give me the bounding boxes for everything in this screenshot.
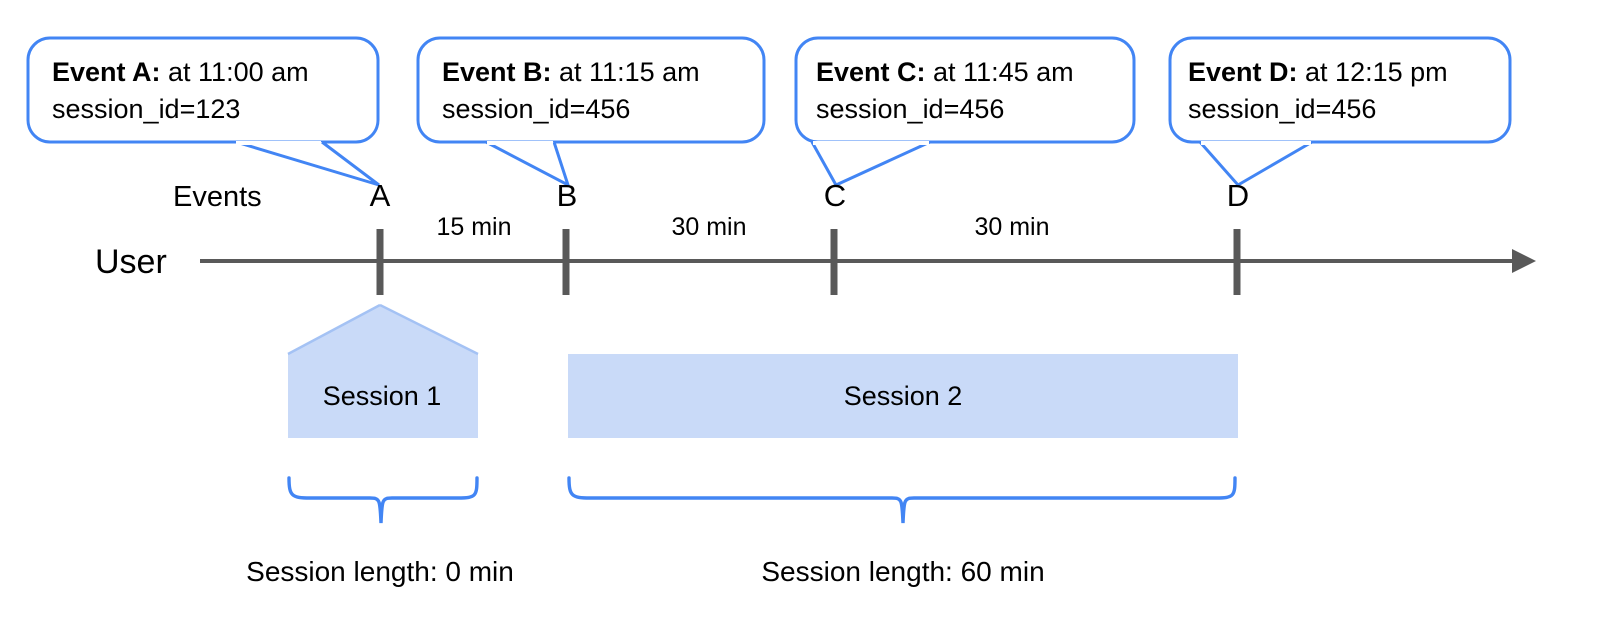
callout-b-line1: Event B: at 11:15 am <box>442 54 700 91</box>
callout-d-session: session_id=456 <box>1188 94 1377 124</box>
callout-c-time: at 11:45 am <box>925 57 1074 87</box>
gap-label-ab: 15 min <box>436 213 512 241</box>
callout-c-session: session_id=456 <box>816 94 1005 124</box>
callout-c-line1: Event C: at 11:45 am <box>816 54 1074 91</box>
session-2-shape[interactable] <box>568 354 1238 438</box>
callout-d-time: at 12:15 pm <box>1297 57 1448 87</box>
session-2-label: Session 2 <box>843 381 963 411</box>
callout-d-title: Event D: <box>1188 57 1298 87</box>
callout-a-session: session_id=123 <box>52 94 241 124</box>
callout-a-time: at 11:00 am <box>160 57 309 87</box>
gap-label-cd: 30 min <box>974 213 1050 241</box>
callout-a-line1: Event A: at 11:00 am <box>52 54 309 91</box>
callout-b-title: Event B: <box>442 57 552 87</box>
callout-b-shape[interactable] <box>416 36 766 189</box>
lane-label-user: User <box>95 243 167 281</box>
session-1-length-label: Session length: 0 min <box>246 556 514 587</box>
callout-b-time: at 11:15 am <box>551 57 700 87</box>
tick-label-d: D <box>1226 178 1250 213</box>
session-1-brace <box>287 476 479 524</box>
callout-c-title: Event C: <box>816 57 926 87</box>
callout-a-shape[interactable] <box>26 36 380 187</box>
timeline-axis <box>200 249 1536 273</box>
session-1-label: Session 1 <box>322 381 442 411</box>
callout-a-title: Event A: <box>52 57 161 87</box>
callout-c-shape[interactable] <box>794 36 1136 187</box>
callout-d-line1: Event D: at 12:15 pm <box>1188 54 1448 91</box>
callout-b-session: session_id=456 <box>442 94 631 124</box>
tick-label-c: C <box>823 178 847 213</box>
session-1-shape[interactable] <box>287 303 479 438</box>
session-2-length-label: Session length: 60 min <box>761 556 1045 587</box>
tick-label-a: A <box>369 178 391 213</box>
lane-label-events: Events <box>173 181 262 213</box>
tick-label-b: B <box>556 178 578 213</box>
session-2-brace <box>567 476 1237 524</box>
callout-d-shape[interactable] <box>1168 36 1512 187</box>
gap-label-bc: 30 min <box>671 213 747 241</box>
